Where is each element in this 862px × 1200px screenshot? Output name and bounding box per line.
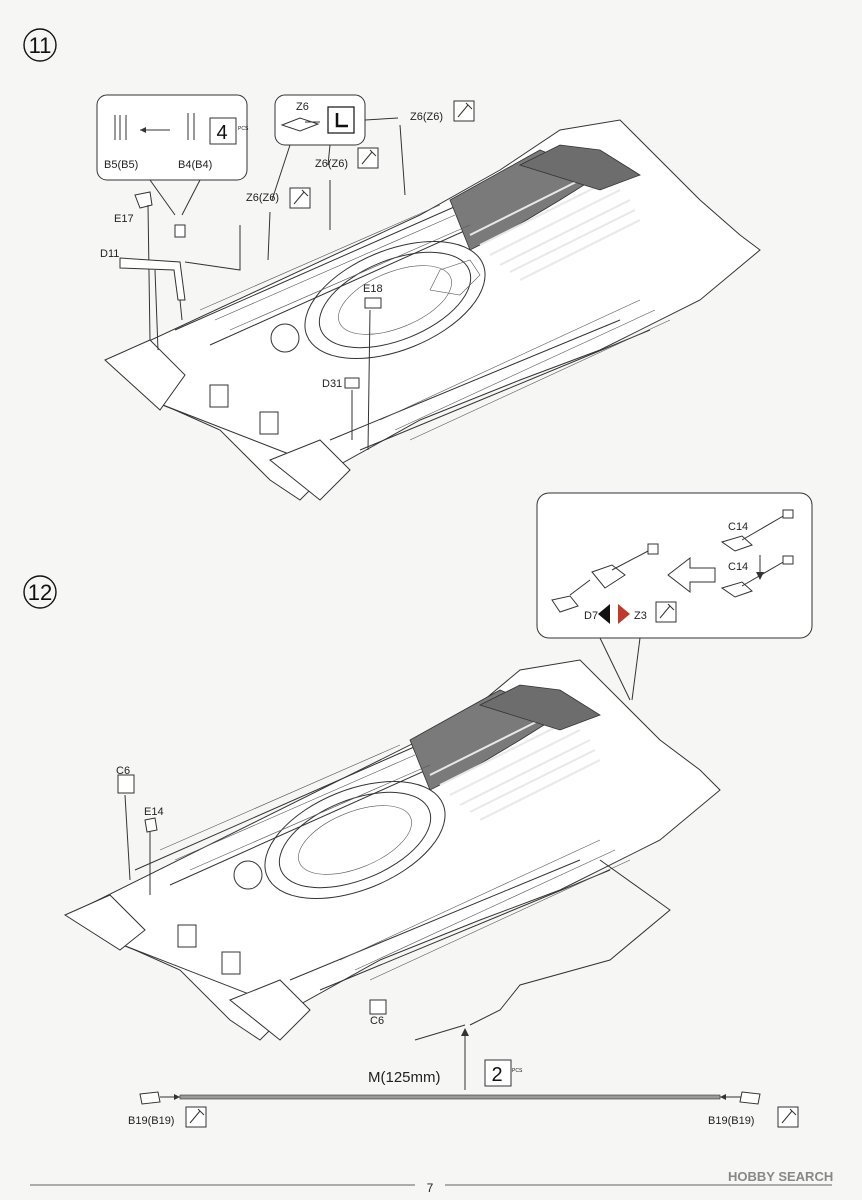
glue-icon: [457, 102, 473, 118]
label-e14: E14: [144, 806, 164, 818]
label-z3: Z3: [634, 610, 647, 622]
step-12-badge: [23, 575, 57, 609]
part-b5-label: B5(B5): [104, 159, 138, 171]
step-11-badge: [23, 28, 57, 62]
label-z6-mid: Z6(Z6): [315, 158, 348, 170]
engine-grille-step-12: [409, 684, 601, 821]
step-11-number: 11: [29, 33, 52, 58]
glue-icon: [659, 603, 675, 619]
label-d31: D31: [322, 378, 342, 390]
label-c6-bottom: C6: [370, 1015, 384, 1027]
cable-length-label: M(125mm): [368, 1069, 441, 1086]
step-11: 11: [23, 28, 761, 501]
cable-route: [469, 859, 671, 1026]
label-c14-a: C14: [728, 521, 748, 533]
label-d11: D11: [100, 248, 119, 260]
label-z6-left: Z6(Z6): [246, 192, 279, 204]
step-12: 12 C14 C14: [23, 492, 813, 1128]
label-c6-top: C6: [116, 765, 130, 777]
angle-icon: [327, 106, 355, 134]
hull-drawing-step-11: [104, 119, 761, 501]
cable-part: [139, 1091, 761, 1105]
direction-arrow: [667, 556, 716, 594]
cable-qty-unit: PCS: [512, 1068, 523, 1074]
callout-b5-b4: 4 PCS B5(B5) B4(B4): [96, 94, 249, 216]
hull-drawing-step-12: [63, 659, 721, 1041]
glue-icon: [293, 189, 309, 205]
glue-icon: [189, 1108, 205, 1124]
label-z6-top: Z6(Z6): [410, 111, 443, 123]
glue-icons-step-11: [289, 100, 475, 209]
cable-qty: 2: [491, 1064, 502, 1086]
step-12-number: 12: [28, 580, 52, 605]
part-b4-label: B4(B4): [178, 159, 212, 171]
glue-icon: [361, 149, 377, 165]
label-c14-b: C14: [728, 561, 748, 573]
callout-c14-d7: C14 C14 D7 Z3: [536, 492, 813, 701]
callout-z6: Z6: [271, 94, 399, 201]
b5-b4-qty-unit: PCS: [238, 126, 249, 132]
label-b19-left: B19(B19): [128, 1115, 174, 1127]
label-e17: E17: [114, 213, 134, 225]
callout-z6-label: Z6: [296, 101, 309, 113]
engine-grille-step-11: [449, 144, 641, 281]
page-number: 7: [427, 1181, 434, 1195]
label-e18: E18: [363, 283, 383, 295]
swap-arrow-left-icon: [598, 604, 610, 624]
watermark: HOBBY SEARCH: [728, 1169, 833, 1184]
b5-b4-qty: 4: [216, 122, 227, 144]
glue-icon: [781, 1108, 797, 1124]
label-d7: D7: [584, 610, 598, 622]
label-b19-right: B19(B19): [708, 1115, 754, 1127]
swap-arrow-right-icon: [618, 604, 630, 624]
